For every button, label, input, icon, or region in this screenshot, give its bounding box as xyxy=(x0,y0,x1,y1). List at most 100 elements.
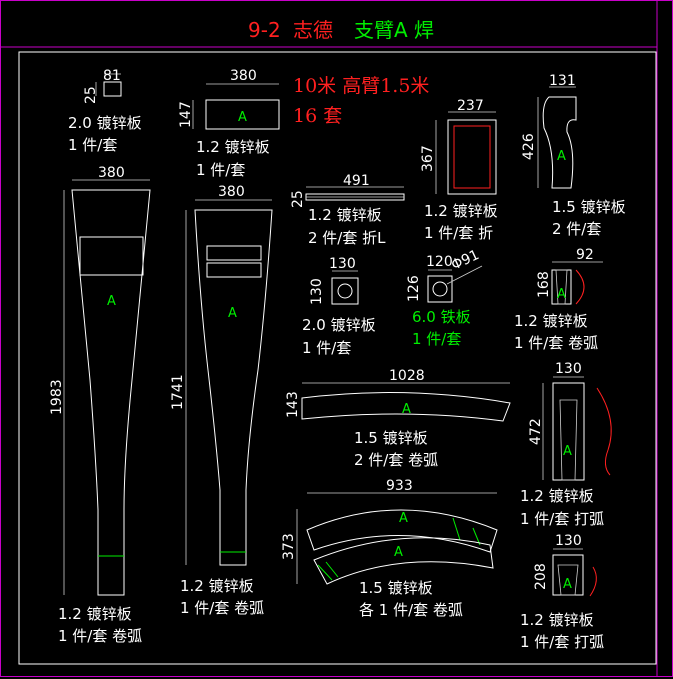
part-13-mark-lower: A xyxy=(394,545,403,560)
part-11[interactable]: 1028 143 A 1.5 镀锌板 2 件/套 卷弧 xyxy=(285,368,511,469)
part-14[interactable]: 130 208 A 1.2 镀锌板 1 件/套 打弧 xyxy=(520,533,604,651)
part-6-cutout xyxy=(79,236,144,276)
part-13-mark-upper: A xyxy=(399,511,408,526)
part-7-mark: A xyxy=(228,306,237,321)
part-5-mark: A xyxy=(557,149,566,164)
part-3-dim-length: 491 xyxy=(343,173,370,189)
part-2-material: 1.2 镀锌板 xyxy=(196,138,270,156)
part-12[interactable]: 130 472 A 1.2 镀锌板 1 件/套 打弧 xyxy=(520,361,612,528)
part-14-dim-width: 130 xyxy=(555,533,582,549)
part-14-material: 1.2 镀锌板 xyxy=(520,611,594,629)
part-5-material: 1.5 镀锌板 xyxy=(552,198,626,216)
part-14-arc xyxy=(589,566,597,597)
part-7-material: 1.2 镀锌板 xyxy=(180,577,254,595)
part-3-qty: 2 件/套 折L xyxy=(308,229,386,247)
part-10-arc xyxy=(575,269,585,305)
part-14-mark: A xyxy=(563,577,572,592)
spec-line1: 10米 高臂1.5米 xyxy=(293,75,429,97)
part-9[interactable]: 120 Φ91 126 6.0 铁板 1 件/套 xyxy=(406,247,483,348)
part-5-dim-width: 131 xyxy=(549,73,576,89)
part-8-hole xyxy=(337,283,353,299)
title-code: 9-2 xyxy=(248,18,281,42)
part-1-outline xyxy=(103,81,122,97)
part-12-dim-width: 130 xyxy=(555,361,582,377)
part-12-qty: 1 件/套 打弧 xyxy=(520,510,604,528)
part-7-slot-1 xyxy=(206,245,262,261)
part-11-mark: A xyxy=(402,402,411,417)
part-9-dim-height: 126 xyxy=(406,275,422,302)
part-10-dim-height: 168 xyxy=(536,271,552,298)
part-12-outline xyxy=(552,382,585,481)
part-5-dim-height: 426 xyxy=(521,133,537,160)
part-10-dim-width: 92 xyxy=(576,247,594,263)
part-8-dim-width: 130 xyxy=(329,256,356,272)
part-9-hole xyxy=(432,281,448,297)
title-part: 支臂A 焊 xyxy=(354,18,434,42)
part-7-dim-height: 1741 xyxy=(170,374,186,410)
part-8[interactable]: 130 130 2.0 镀锌板 1 件/套 xyxy=(302,256,376,357)
part-14-qty: 1 件/套 打弧 xyxy=(520,633,604,651)
part-13-qty: 各 1 件/套 卷弧 xyxy=(359,601,463,619)
part-6[interactable]: 380 1983 A 1.2 镀锌板 1 件/套 卷弧 xyxy=(49,165,151,645)
part-11-qty: 2 件/套 卷弧 xyxy=(354,451,438,469)
part-7-outline xyxy=(194,209,273,566)
part-1-dim-width: 81 xyxy=(103,68,121,84)
part-13[interactable]: 933 A A 373 1.5 镀锌板 各 1 件/套 卷弧 xyxy=(281,478,498,619)
part-4-material: 1.2 镀锌板 xyxy=(424,202,498,220)
part-11-material: 1.5 镀锌板 xyxy=(354,429,428,447)
part-1-qty: 1 件/套 xyxy=(68,136,117,154)
part-4-dim-width: 237 xyxy=(457,98,484,114)
part-11-dim-length: 1028 xyxy=(389,368,425,384)
part-8-outline xyxy=(331,277,359,305)
part-10-material: 1.2 镀锌板 xyxy=(514,312,588,330)
part-5-qty: 2 件/套 xyxy=(552,220,601,238)
part-4-inner-red xyxy=(453,125,491,189)
part-6-dim-width: 380 xyxy=(98,165,125,181)
part-3-material: 1.2 镀锌板 xyxy=(308,206,382,224)
part-8-dim-height: 130 xyxy=(309,278,325,305)
part-9-dim-width: 120 xyxy=(426,254,453,270)
part-9-material: 6.0 铁板 xyxy=(412,308,471,326)
part-6-outline xyxy=(71,189,151,596)
part-2-qty: 1 件/套 xyxy=(196,161,245,179)
part-2[interactable]: 380 147 A 1.2 镀锌板 1 件/套 xyxy=(178,68,280,179)
part-10[interactable]: 92 168 A 1.2 镀锌板 1 件/套 卷弧 xyxy=(514,247,603,352)
part-4[interactable]: 237 367 1.2 镀锌板 1 件/套 折 xyxy=(420,98,498,242)
part-8-qty: 1 件/套 xyxy=(302,339,351,357)
title-company: 志德 xyxy=(293,18,333,42)
part-5-outline xyxy=(542,96,577,189)
part-6-material: 1.2 镀锌板 xyxy=(58,605,132,623)
spec-line2: 16 套 xyxy=(293,105,342,127)
part-13-dim-length: 933 xyxy=(386,478,413,494)
part-5[interactable]: 131 426 A 1.5 镀锌板 2 件/套 xyxy=(521,73,626,238)
part-2-dim-height: 147 xyxy=(178,101,194,128)
part-2-outline xyxy=(205,99,280,130)
part-7-qty: 1 件/套 卷弧 xyxy=(180,599,264,617)
part-10-mark: A xyxy=(557,287,566,302)
part-12-arc xyxy=(596,387,612,476)
part-12-material: 1.2 镀锌板 xyxy=(520,487,594,505)
part-7-dim-width: 380 xyxy=(218,184,245,200)
part-13-arc-upper xyxy=(306,509,498,553)
part-13-dim-height: 373 xyxy=(281,533,297,560)
part-9-outline xyxy=(427,275,453,303)
part-1[interactable]: 81 25 2.0 镀锌板 1 件/套 xyxy=(68,68,142,154)
part-3-dim-height: 25 xyxy=(290,190,306,208)
part-14-dim-height: 208 xyxy=(533,563,549,590)
part-4-outline xyxy=(447,119,497,195)
part-4-qty: 1 件/套 折 xyxy=(424,224,493,242)
part-11-outline xyxy=(301,392,511,422)
part-4-dim-height: 367 xyxy=(420,145,436,172)
part-3[interactable]: 491 25 1.2 镀锌板 2 件/套 折L xyxy=(290,173,405,247)
part-6-dim-height: 1983 xyxy=(49,379,65,415)
part-1-dim-height: 25 xyxy=(83,86,99,104)
part-9-qty: 1 件/套 xyxy=(412,330,461,348)
part-8-material: 2.0 镀锌板 xyxy=(302,316,376,334)
drawing-border xyxy=(18,51,657,665)
part-12-mark: A xyxy=(563,444,572,459)
part-7[interactable]: 380 1741 A 1.2 镀锌板 1 件/套 卷弧 xyxy=(170,184,273,617)
part-9-dim-diameter: Φ91 xyxy=(449,247,482,274)
part-13-material: 1.5 镀锌板 xyxy=(359,579,433,597)
